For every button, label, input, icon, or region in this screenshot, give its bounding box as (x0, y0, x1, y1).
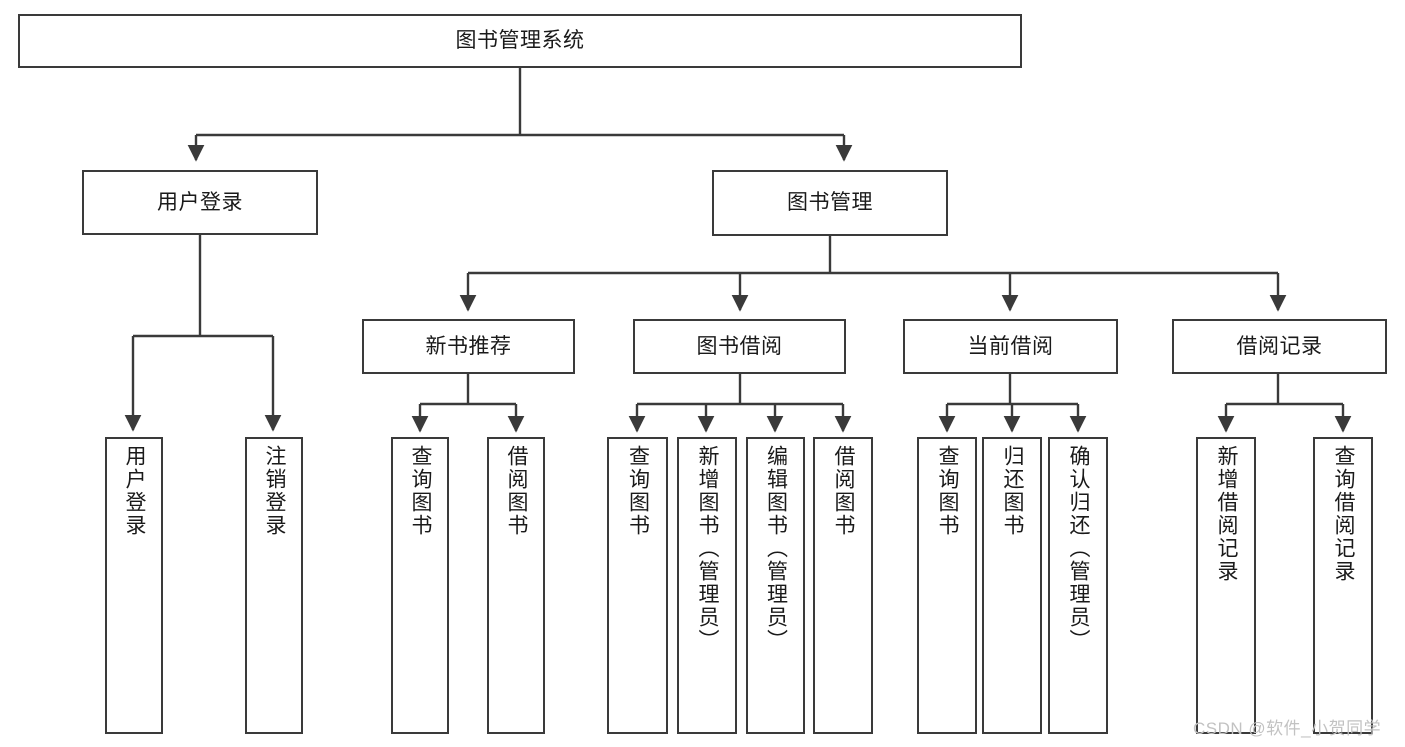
node-label: 归还图书 (1001, 445, 1025, 537)
node-label: 借阅记录 (1236, 334, 1323, 358)
node-label: 查询图书 (936, 445, 960, 537)
node-label: 用户登录 (157, 190, 243, 214)
leaf-new-book-borrow-book[interactable]: 借阅图书 (487, 437, 545, 734)
leaf-book-borrow-query-book[interactable]: 查询图书 (607, 437, 668, 734)
leaf-user-login-logout[interactable]: 注销登录 (245, 437, 303, 734)
leaf-current-borrow-query-book[interactable]: 查询图书 (917, 437, 977, 734)
node-label: 新增借阅记录 (1215, 445, 1239, 583)
node-user-login[interactable]: 用户登录 (82, 170, 318, 235)
node-label: 当前借阅 (967, 334, 1054, 358)
leaf-borrow-record-query-record[interactable]: 查询借阅记录 (1313, 437, 1373, 734)
leaf-book-borrow-borrow-book[interactable]: 借阅图书 (813, 437, 873, 734)
node-label: 编辑图书（管理员） (764, 445, 788, 652)
leaf-borrow-record-add-record[interactable]: 新增借阅记录 (1196, 437, 1256, 734)
node-label: 注销登录 (263, 445, 287, 537)
leaf-current-borrow-confirm-return-admin[interactable]: 确认归还（管理员） (1048, 437, 1108, 734)
node-label: 图书借阅 (696, 334, 783, 358)
node-root-book-management-system[interactable]: 图书管理系统 (18, 14, 1022, 68)
node-label: 新增图书（管理员） (696, 445, 720, 652)
node-label: 图书管理 (787, 191, 873, 215)
leaf-new-book-query-book[interactable]: 查询图书 (391, 437, 449, 734)
node-book-management[interactable]: 图书管理 (712, 170, 948, 236)
csdn-watermark: CSDN @软件_小贺同学 (1193, 719, 1382, 738)
node-borrow-record[interactable]: 借阅记录 (1172, 319, 1387, 374)
leaf-book-borrow-edit-book-admin[interactable]: 编辑图书（管理员） (746, 437, 805, 734)
leaf-current-borrow-return-book[interactable]: 归还图书 (982, 437, 1042, 734)
leaf-book-borrow-add-book-admin[interactable]: 新增图书（管理员） (677, 437, 737, 734)
node-label: 查询图书 (626, 445, 650, 537)
node-label: 查询借阅记录 (1332, 445, 1356, 583)
node-label: 图书管理系统 (455, 29, 585, 53)
node-label: 确认归还（管理员） (1067, 445, 1091, 652)
node-label: 用户登录 (123, 445, 147, 537)
node-current-borrow[interactable]: 当前借阅 (903, 319, 1118, 374)
node-label: 借阅图书 (505, 445, 529, 537)
leaf-user-login-login[interactable]: 用户登录 (105, 437, 163, 734)
node-label: 查询图书 (409, 445, 433, 537)
node-book-borrow[interactable]: 图书借阅 (633, 319, 846, 374)
node-new-book-recommend[interactable]: 新书推荐 (362, 319, 575, 374)
node-label: 借阅图书 (832, 445, 856, 537)
node-label: 新书推荐 (425, 334, 512, 358)
